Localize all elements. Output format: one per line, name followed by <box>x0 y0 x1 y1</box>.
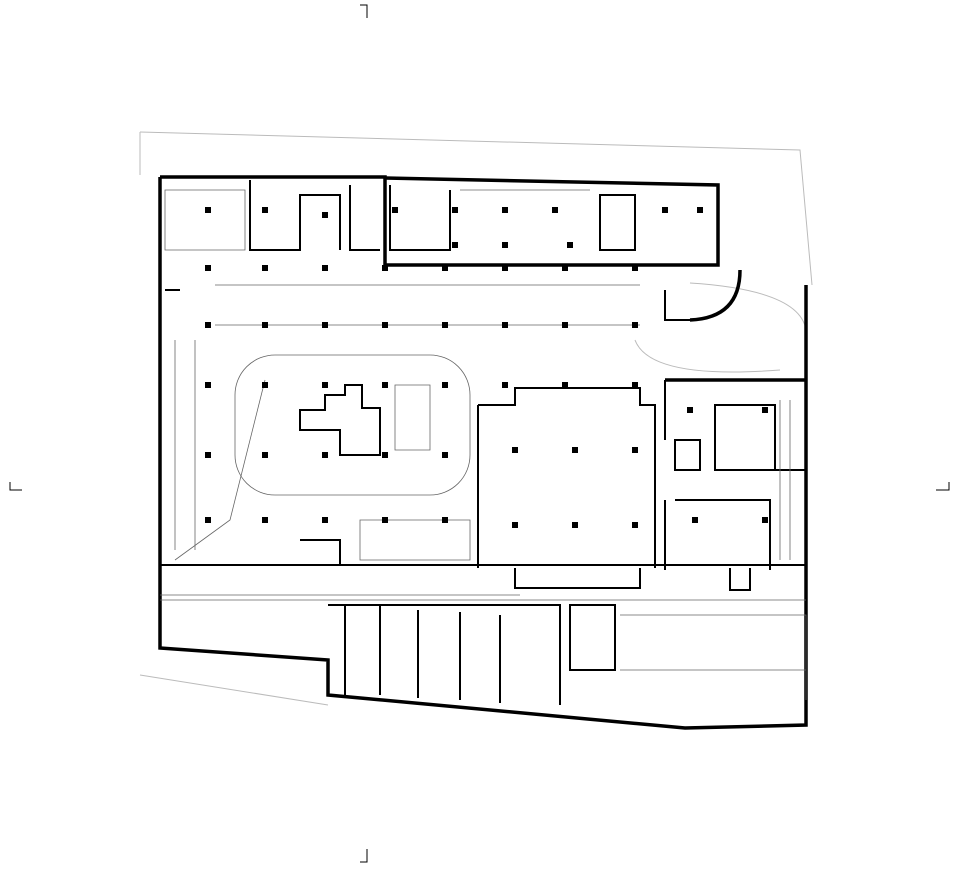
column <box>322 517 328 523</box>
column <box>382 517 388 523</box>
structural-columns <box>205 207 768 528</box>
column <box>205 517 211 523</box>
column <box>632 265 638 271</box>
column <box>205 207 211 213</box>
column <box>205 452 211 458</box>
column <box>382 382 388 388</box>
column <box>322 265 328 271</box>
column <box>382 452 388 458</box>
column <box>322 322 328 328</box>
crop-marks <box>9 4 950 863</box>
site-boundary <box>139 131 813 706</box>
column <box>382 265 388 271</box>
column <box>502 322 508 328</box>
column <box>442 265 448 271</box>
column <box>502 382 508 388</box>
column <box>205 382 211 388</box>
column <box>572 447 578 453</box>
interior-walls <box>160 180 806 705</box>
column <box>632 382 638 388</box>
column <box>262 265 268 271</box>
column <box>205 265 211 271</box>
column <box>687 407 693 413</box>
column <box>322 452 328 458</box>
column <box>662 207 668 213</box>
column <box>262 382 268 388</box>
column <box>262 517 268 523</box>
column <box>502 207 508 213</box>
column <box>392 207 398 213</box>
column <box>442 517 448 523</box>
column <box>697 207 703 213</box>
column <box>442 322 448 328</box>
column <box>572 522 578 528</box>
column <box>562 382 568 388</box>
column <box>262 452 268 458</box>
column <box>552 207 558 213</box>
column <box>567 242 573 248</box>
column <box>452 242 458 248</box>
column <box>512 522 518 528</box>
column <box>762 517 768 523</box>
column <box>382 322 388 328</box>
column <box>442 382 448 388</box>
column <box>562 322 568 328</box>
column <box>322 212 328 218</box>
column <box>762 407 768 413</box>
column <box>502 265 508 271</box>
column <box>205 322 211 328</box>
column <box>322 382 328 388</box>
column <box>632 322 638 328</box>
column <box>632 522 638 528</box>
column <box>502 242 508 248</box>
column <box>452 207 458 213</box>
column <box>442 452 448 458</box>
column <box>512 447 518 453</box>
column <box>562 265 568 271</box>
exterior-walls <box>158 175 808 730</box>
column <box>632 447 638 453</box>
column <box>262 322 268 328</box>
column <box>262 207 268 213</box>
thin-lines <box>160 189 807 700</box>
column <box>692 517 698 523</box>
